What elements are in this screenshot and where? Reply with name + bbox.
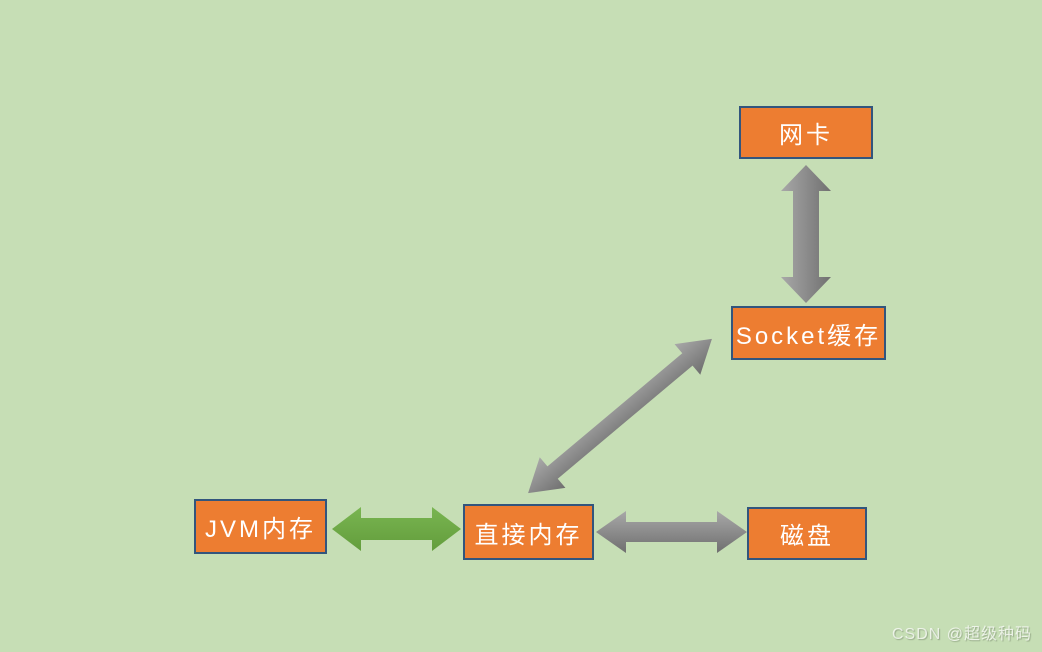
node-disk: 磁盘: [747, 507, 867, 560]
directmemory-disk-arrow: [596, 511, 747, 553]
node-socket-buffer-label: Socket缓存: [735, 322, 882, 350]
node-disk-label: 磁盘: [780, 523, 834, 550]
node-direct-memory: 直接内存: [463, 504, 594, 560]
socket-directmemory-arrow: [528, 338, 712, 494]
jvm-directmemory-arrow: [332, 507, 461, 551]
node-nic: 网卡: [739, 106, 873, 159]
node-jvm-memory: JVM内存: [194, 499, 327, 554]
node-socket-buffer: Socket缓存: [731, 306, 886, 360]
watermark: CSDN @超级种码: [891, 626, 1032, 643]
node-jvm-memory-label: JVM内存: [205, 516, 316, 543]
node-direct-memory-label: 直接内存: [474, 521, 583, 549]
node-nic-label: 网卡: [779, 122, 833, 149]
nic-socket-arrow: [781, 165, 831, 303]
